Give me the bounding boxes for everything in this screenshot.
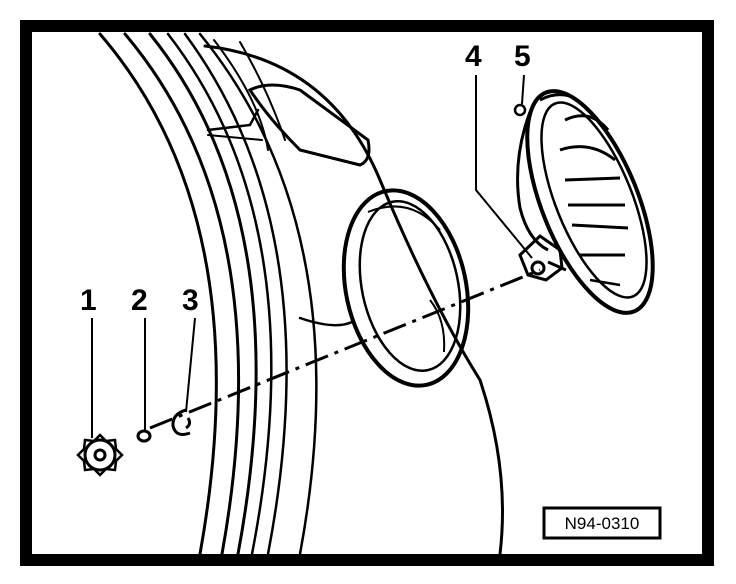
part-4-stud-bracket <box>518 234 567 282</box>
part-2-washer <box>136 429 152 443</box>
part-5-lamp-housing <box>513 89 655 315</box>
callout-2: 2 <box>131 284 148 317</box>
mounting-opening <box>341 188 471 388</box>
callout-4: 4 <box>465 40 482 73</box>
assembly-axis-line <box>149 268 541 430</box>
part-3-spring-washer <box>171 408 192 436</box>
part-1-nut <box>76 433 124 477</box>
callout-1: 1 <box>80 284 97 317</box>
reference-code: N94-0310 <box>565 514 640 533</box>
reference-code-box: N94-0310 <box>542 506 662 540</box>
diagram-frame <box>20 20 714 566</box>
body-panel <box>98 32 504 556</box>
leader-line-4 <box>475 75 533 259</box>
callout-5: 5 <box>514 40 531 73</box>
leader-line-5 <box>521 74 525 105</box>
leader-line-3 <box>185 317 196 413</box>
callout-3: 3 <box>182 284 199 317</box>
leader-lines <box>91 74 533 438</box>
